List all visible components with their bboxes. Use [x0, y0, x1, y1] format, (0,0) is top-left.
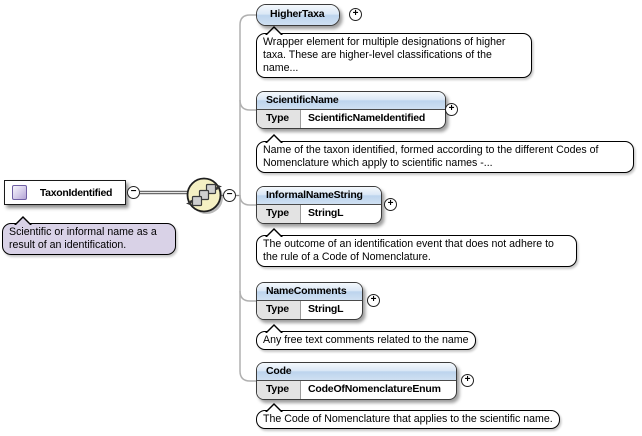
annotation-taxonidentified: Scientific or informal name as a result …: [2, 215, 176, 255]
minus-icon: −: [226, 189, 233, 200]
element-code-label: Code: [257, 363, 456, 381]
sequence-square-1: [191, 195, 203, 207]
trunk-line: [239, 14, 256, 382]
expand-button-informalnamestring[interactable]: +: [384, 198, 397, 211]
type-value: StringL: [301, 205, 347, 223]
expand-button-code[interactable]: +: [461, 374, 474, 387]
type-value: ScientificNameIdentified: [301, 110, 429, 128]
element-taxonidentified[interactable]: TaxonIdentified: [4, 180, 126, 205]
element-scientificname[interactable]: ScientificName Type ScientificNameIdenti…: [256, 91, 446, 129]
element-highertaxa-label: HigherTaxa: [257, 5, 339, 25]
expand-button-highertaxa[interactable]: +: [349, 8, 362, 21]
branch-informalnamestring: [239, 194, 256, 206]
annotation-code: The Code of Nomenclature that applies to…: [256, 402, 560, 429]
collapse-button-sequence[interactable]: −: [223, 189, 236, 202]
branch-scientificname: [239, 99, 256, 111]
type-label: Type: [257, 110, 301, 128]
element-icon: [12, 185, 27, 200]
type-label: Type: [257, 301, 301, 319]
element-namecomments-label: NameComments: [257, 283, 362, 301]
plus-icon: +: [387, 198, 394, 209]
plus-icon: +: [352, 8, 359, 19]
annotation-informalnamestring: The outcome of an identification event t…: [256, 227, 577, 267]
type-label: Type: [257, 381, 301, 399]
element-scientificname-label: ScientificName: [257, 92, 445, 110]
type-value: CodeOfNomenclatureEnum: [301, 381, 444, 399]
type-value: StringL: [301, 301, 347, 319]
collapse-button-taxonidentified[interactable]: −: [127, 186, 140, 199]
type-label: Type: [257, 205, 301, 223]
annotation-namecomments: Any free text comments related to the na…: [256, 323, 476, 350]
element-code[interactable]: Code Type CodeOfNomenclatureEnum: [256, 362, 457, 400]
annotation-highertaxa: Wrapper element for multiple designation…: [256, 25, 532, 78]
element-informalnamestring[interactable]: InformalNameString Type StringL: [256, 186, 382, 224]
minus-icon: −: [130, 186, 137, 197]
element-namecomments[interactable]: NameComments Type StringL: [256, 282, 363, 320]
annotation-scientificname: Name of the taxon identified, formed acc…: [256, 133, 634, 173]
branch-namecomments: [239, 290, 256, 302]
element-taxonidentified-label: TaxonIdentified: [39, 186, 113, 199]
expand-button-scientificname[interactable]: +: [445, 103, 458, 116]
plus-icon: +: [370, 294, 377, 305]
expand-button-namecomments[interactable]: +: [367, 294, 380, 307]
element-informalnamestring-label: InformalNameString: [257, 187, 381, 205]
sequence-compositor-icon[interactable]: [186, 177, 223, 215]
plus-icon: +: [448, 103, 455, 114]
plus-icon: +: [464, 374, 471, 385]
element-highertaxa[interactable]: HigherTaxa: [256, 4, 340, 26]
